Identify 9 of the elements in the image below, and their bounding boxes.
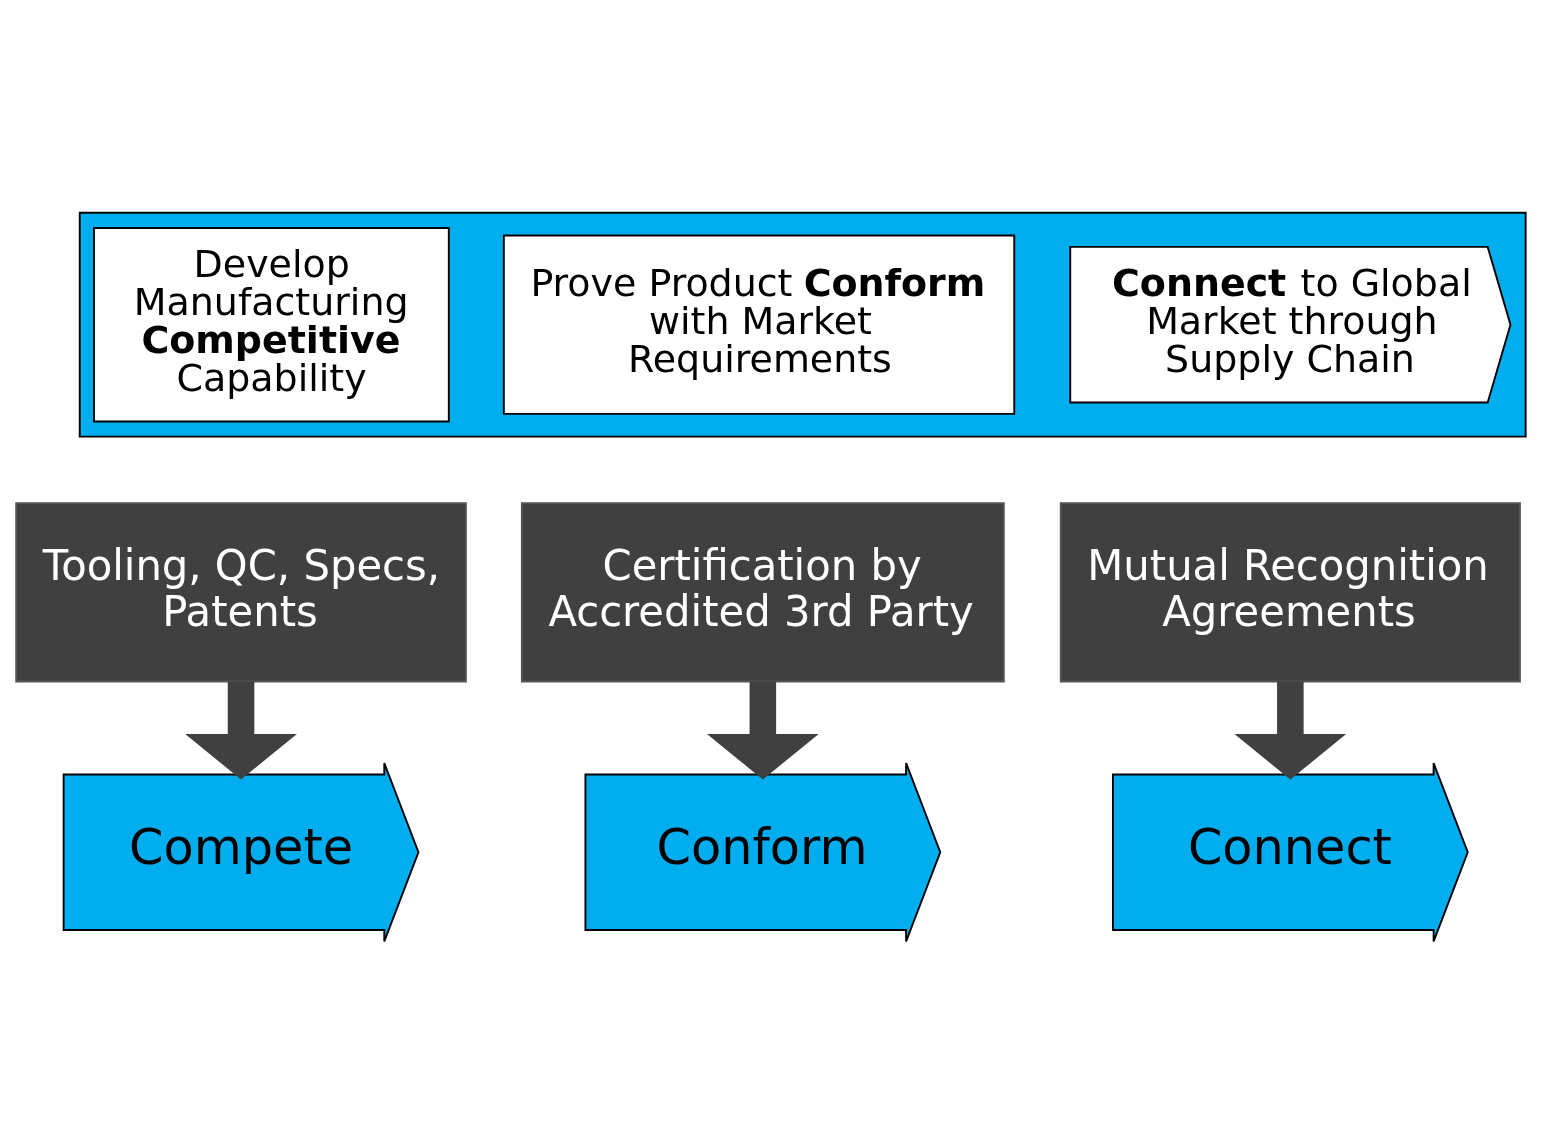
node-box: Develop Manufacturing Competitive Capability bbox=[93, 227, 450, 423]
node-box: Certification by Accredited 3rd Party bbox=[520, 502, 1005, 683]
cluster bbox=[78, 211, 1527, 438]
arrow bbox=[1234, 681, 1347, 780]
node-box: Prove Product Conform with Market Requirements bbox=[502, 234, 1016, 415]
node-box: Tooling, QC, Specs, Patents bbox=[15, 502, 467, 683]
arrow bbox=[185, 681, 297, 780]
arrow bbox=[706, 681, 819, 780]
node-box: Mutual Recognition Agreements bbox=[1059, 502, 1521, 683]
